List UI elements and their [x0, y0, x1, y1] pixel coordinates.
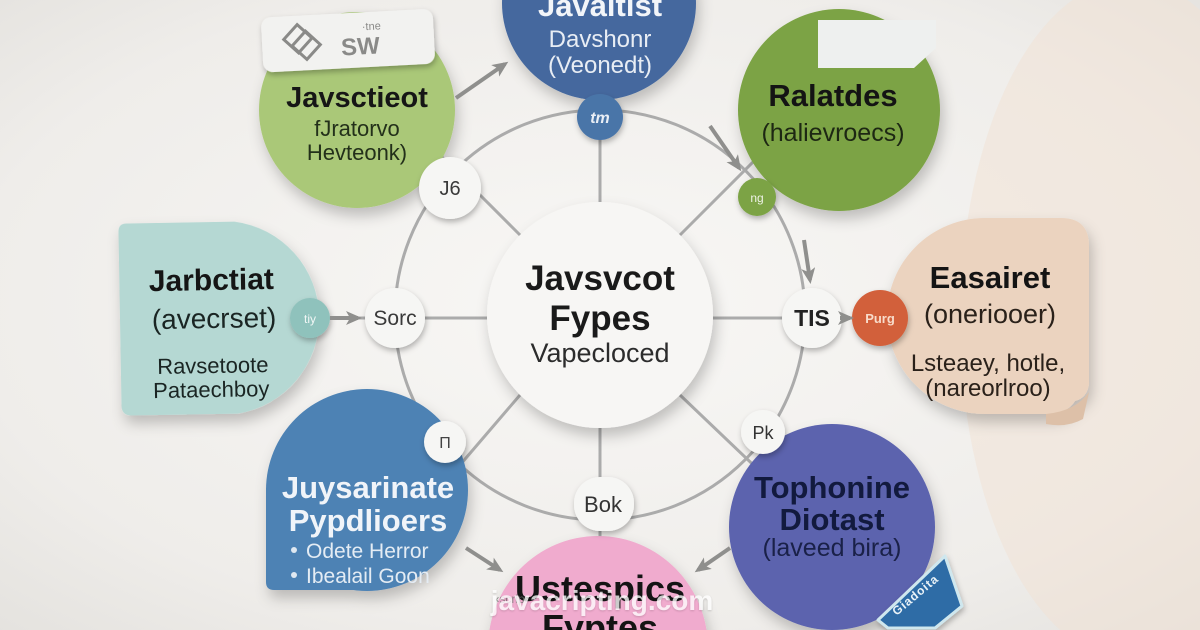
connector-bottom-right-small-label: Pk — [752, 423, 774, 443]
page-curl — [1046, 392, 1089, 426]
node-right: Easairet (oneriooer) Lsteaey, hotle, (na… — [887, 218, 1089, 426]
connector-top-small — [577, 94, 623, 140]
node-bottom-left-title1: Juysarinate — [282, 470, 454, 505]
node-top-title: Javaitist — [538, 0, 662, 23]
node-top-line2: (Veonedt) — [548, 52, 652, 79]
node-top-right: Ralatdes (halievroecs) ng — [738, 9, 940, 216]
node-top-right-title: Ralatdes — [768, 78, 897, 113]
node-top-line1: Davshonr — [549, 26, 652, 53]
node-center: Javsvcot Fypes Vapecloced — [487, 202, 713, 428]
top-left-tab-label: SW — [340, 32, 380, 61]
node-top-left-line2: Hevteonk) — [307, 140, 407, 165]
connector-bottom-left-small — [424, 421, 466, 463]
node-top-left: ·tne SW Javsctieot fJratorvo Hevteonk) — [259, 9, 455, 208]
bottom-right-ribbon: Giadoita — [876, 554, 964, 630]
node-bottom-right-title2: Diotast — [779, 502, 884, 537]
arrow-topright-down — [708, 124, 742, 172]
node-bottom-right-title1: Tophonine — [754, 470, 910, 505]
connector-left-small — [290, 298, 330, 338]
node-left-line2: Ravsetoote — [157, 352, 269, 379]
top-right-notch — [818, 20, 936, 68]
node-left: Jarbctiat (avecrset) Ravsetoote Pataechb… — [118, 221, 320, 416]
node-bottom-left: Juysarinate Pypdlioers Odete Herror Ibea… — [266, 389, 468, 591]
connector-left-node — [365, 288, 425, 348]
arrow-blue-to-pink — [464, 546, 504, 573]
node-bottom-left-bullet2: Ibealail Goon — [306, 565, 430, 588]
node-top-left-line1: fJratorvo — [314, 116, 400, 141]
connector-top-right-small-label: ng — [750, 191, 763, 205]
layers-icon — [281, 22, 323, 62]
node-top: Javaitist Davshonr (Veonedt) tm — [502, 0, 696, 140]
arrow-purple-to-pink — [694, 546, 732, 573]
node-bottom-title1: Ustespics — [515, 568, 685, 609]
node-bottom-right: Tophonine Diotast (laveed bira) — [729, 424, 935, 630]
arrow-topleft-to-top — [454, 61, 509, 100]
watermark: ‹scrip› javacripting.com — [490, 585, 714, 616]
connector-right-orange-label: Purg — [865, 311, 895, 326]
node-left-line3: Pataechboy — [153, 376, 270, 403]
connector-left-node-label: Sorc — [373, 307, 416, 330]
node-top-right-line1: (halievroecs) — [761, 119, 904, 147]
connector-bottom-right-small — [741, 410, 785, 454]
node-bottom: Ustespics Fyptes — [489, 536, 707, 630]
top-left-tab: ·tne SW — [261, 9, 435, 73]
connector-top-left-small — [419, 157, 481, 219]
bullet1-dot — [291, 547, 297, 553]
node-bottom-left-bullet1: Odete Herror — [306, 540, 429, 563]
node-left-line1: (avecrset) — [152, 302, 277, 335]
node-top-left-title: Javsctieot — [286, 82, 428, 114]
node-right-line2: Lsteaey, hotle, — [911, 350, 1065, 377]
arrow-down-to-tis — [801, 239, 816, 284]
connector-bottom-node-label: Bok — [584, 492, 623, 517]
node-center-title1: Javsvcot — [525, 259, 675, 298]
connector-right-orange — [852, 290, 908, 346]
node-left-title: Jarbctiat — [149, 263, 275, 298]
arrows — [330, 61, 854, 573]
connector-bottom-left-small-label: Π — [439, 435, 451, 452]
node-bottom-right-line1: (laveed bira) — [763, 534, 902, 562]
watermark-tag: ‹scrip› — [495, 592, 528, 606]
node-bottom-left-title2: Pypdlioers — [289, 503, 448, 538]
connector-top-right-small — [738, 178, 776, 216]
connector-bottom-node — [574, 477, 634, 531]
bullet2-dot — [291, 572, 297, 578]
node-right-line1: (oneriooer) — [924, 299, 1056, 329]
connector-top-small-label: tm — [590, 110, 610, 127]
node-right-title: Easairet — [930, 260, 1051, 295]
node-bottom-title2: Fyptes — [542, 607, 658, 630]
top-left-tab-sup: ·tne — [362, 20, 382, 33]
connector-right-node-label: TIS — [794, 305, 830, 331]
node-center-subtitle: Vapecloced — [530, 338, 669, 368]
node-right-line3: (nareorlroo) — [925, 375, 1050, 402]
watermark-domain: javacripting.com — [490, 585, 714, 616]
connector-top-left-small-label: J6 — [439, 178, 460, 200]
connector-left-small-label: tiy — [304, 312, 316, 326]
node-center-title2: Fypes — [549, 299, 650, 338]
connector-right-node — [782, 288, 842, 348]
